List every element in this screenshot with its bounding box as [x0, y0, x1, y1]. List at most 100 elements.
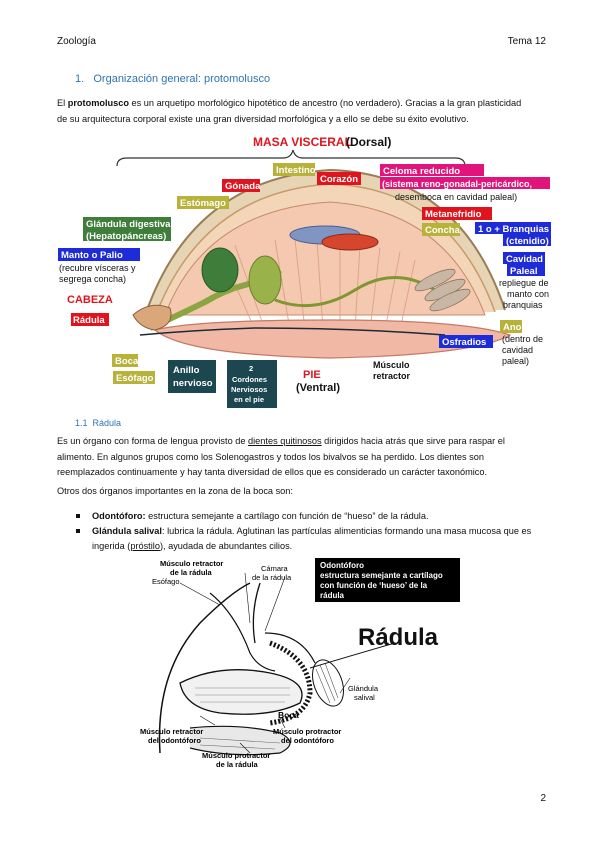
label-boca: Boca: [115, 356, 139, 367]
radula-text-4: reemplazados continuamente y hay tanta d…: [57, 467, 488, 477]
intro-text: El: [57, 98, 68, 108]
fig2-musc-pro-rad-2: de la rádula: [216, 760, 259, 769]
label-cavidad: Cavidad: [506, 254, 543, 265]
bullet-bold: Odontóforo:: [92, 511, 146, 521]
organs-intro: Otros dos órganos importantes en la zona…: [57, 486, 293, 496]
label-repliegue: repliegue de: [499, 278, 549, 288]
muscle-bands: [219, 239, 416, 331]
foot-shape: [153, 319, 512, 359]
intro-text-3: de su arquitectura corporal existe una g…: [57, 113, 469, 124]
heart-shape: [321, 233, 379, 251]
label-repliegue-2: manto con: [507, 289, 549, 299]
label-ano-4: paleal): [502, 356, 529, 366]
fig2-boca: Boca: [278, 710, 299, 720]
intro-paragraph: El protomolusco es un arquetipo morfológ…: [57, 96, 547, 127]
fig2-esofago: Esófago: [152, 577, 180, 586]
bullet-underlined: próstilo: [130, 541, 160, 551]
protomolusco-diagram: MASA VISCERAL (Dorsal) Intestino Corazón…: [58, 135, 551, 408]
label-esofago: Esófago: [116, 373, 154, 384]
fig2-camara: Cámara: [261, 564, 289, 573]
radula-paragraph: Es un órgano con forma de lengua provist…: [57, 434, 547, 481]
organs-list: Odontóforo: estructura semejante a cartí…: [75, 509, 545, 554]
label-concha: Concha: [425, 225, 461, 236]
label-ano-3: cavidad: [502, 345, 533, 355]
header-right: Tema 12: [507, 36, 546, 47]
label-manto: Manto o Palio: [61, 250, 123, 261]
fig2-musc-ret-rad-2: de la rádula: [170, 568, 213, 577]
list-item: Glándula salival: lubrica la rádula. Agl…: [75, 524, 545, 554]
diagram-brace: [116, 149, 466, 167]
radula-text-2: dirigidos hacia atrás que sirve para ras…: [321, 436, 505, 446]
label-celoma: Celoma reducido: [383, 166, 460, 177]
label-cordones-3: Nerviosos: [231, 385, 267, 394]
odontophore-shape: [179, 669, 303, 715]
label-celoma-2: (sistema reno-gonadal-pericárdico,: [382, 179, 532, 189]
fig2-box-3: con función de ‘hueso’ de la: [320, 581, 428, 590]
fig2-musc-ret-odo-2: del odontóforo: [148, 736, 201, 745]
nerve-cord-shape: [139, 327, 446, 336]
fig2-camara-2: de la rádula: [252, 573, 292, 582]
label-anillo-2: nervioso: [173, 378, 213, 389]
section-title: Organización general: protomolusco: [93, 73, 271, 85]
label-cordones-2: Cordones: [232, 375, 267, 384]
odontophore-hatching: [195, 687, 290, 703]
label-celoma-3: desemboca en cavidad paleal): [395, 192, 517, 202]
label-cordones: 2: [249, 364, 253, 373]
label-estomago: Estómago: [180, 198, 226, 209]
figure1-title: MASA VISCERAL: [253, 135, 352, 149]
bullet-text: : lubrica la rádula. Aglutinan las partí…: [92, 526, 532, 551]
label-musculo-2: retractor: [373, 371, 411, 381]
bullet-text: estructura semejante a cartílago con fun…: [145, 511, 429, 521]
label-metanefridio: Metanefridio: [425, 209, 482, 220]
fig2-box-4: rádula: [320, 591, 345, 600]
radula-text: Es un órgano con forma de lengua provist…: [57, 436, 249, 446]
label-branquias-2: (ctenidio): [506, 236, 549, 247]
label-repliegue-3: branquias: [503, 300, 543, 310]
radula-teeth: [269, 640, 313, 726]
leader-lines: [179, 572, 351, 754]
subsection-heading: 1.1 Rádula: [75, 418, 121, 428]
label-branquias: 1 o + Branquias: [478, 224, 549, 235]
subsection-number: 1.1: [75, 418, 88, 428]
radula-text-3: alimento. En algunos grupos como los Sol…: [57, 451, 484, 462]
label-glandula-2: (Hepatopáncreas): [86, 231, 166, 242]
label-glandula: Glándula digestiva: [86, 219, 171, 230]
label-radula: Rádula: [73, 315, 105, 326]
intro-text-2: es un arquetipo morfológico hipotético d…: [128, 98, 522, 108]
label-manto-2: (recubre vísceras y: [59, 263, 136, 273]
label-corazon: Corazón: [320, 174, 358, 185]
label-manto-3: segrega concha): [59, 274, 126, 284]
label-anillo: Anillo: [173, 365, 200, 376]
label-intestino: Intestino: [276, 165, 316, 176]
bullet-text-2: ), ayudada de abundantes cilios.: [159, 541, 293, 551]
label-musculo: Músculo: [373, 360, 410, 370]
fig2-musc-pro-odo-2: del odontóforo: [281, 736, 334, 745]
body-outline: [158, 582, 251, 754]
fig2-glandula: Glándula: [348, 684, 379, 693]
fig2-radula-title: Rádula: [358, 624, 439, 651]
label-ano: Ano: [503, 322, 522, 333]
label-cordones-4: en el pie: [234, 395, 264, 404]
section-heading: 1. Organización general: protomolusco: [75, 73, 270, 85]
label-osfradios: Osfradios: [442, 337, 486, 348]
subsection-title: Rádula: [92, 418, 122, 428]
fig2-box-2: estructura semejante a cartílago: [320, 571, 443, 580]
header-left: Zoología: [57, 36, 96, 47]
label-ventral: (Ventral): [296, 382, 340, 394]
salivary-gland-shape: [311, 659, 345, 707]
label-ano-2: (dentro de: [502, 334, 543, 344]
fig2-musc-pro-rad: Músculo protractor: [202, 751, 270, 760]
list-item: Odontóforo: estructura semejante a cartí…: [75, 509, 545, 524]
fig2-musc-ret-odo: Músculo retractor: [140, 727, 203, 736]
radula-diagram: Músculo retractor de la rádula Cámara de…: [140, 558, 460, 769]
label-gonada: Gónada: [225, 181, 261, 192]
section-number: 1.: [75, 73, 85, 85]
fig2-box-title: Odontóforo: [320, 561, 364, 570]
label-pie: PIE: [303, 369, 321, 381]
gills-shape: [414, 268, 471, 312]
label-cavidad-2: Paleal: [510, 266, 537, 277]
fig2-musc-pro-odo: Músculo protractor: [273, 727, 341, 736]
stomach-shape: [248, 255, 282, 305]
digestive-gland-shape: [201, 247, 239, 293]
intro-bold: protomolusco: [67, 98, 129, 108]
